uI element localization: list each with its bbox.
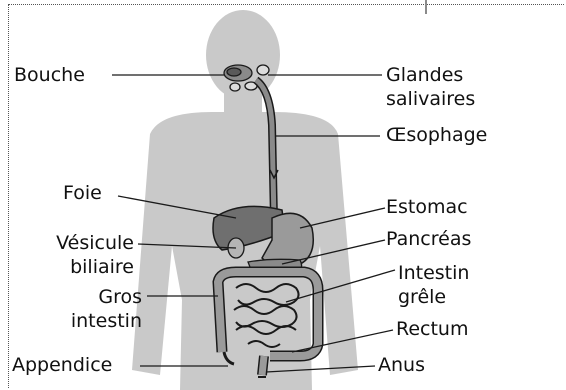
label-oesophage: Œsophage — [386, 124, 487, 146]
label-glandes-line1: Glandes — [386, 64, 463, 86]
label-estomac: Estomac — [386, 196, 468, 218]
label-vesicule-line2: biliaire — [22, 256, 134, 278]
label-anus: Anus — [378, 354, 425, 376]
label-vesicule-line1: Vésicule — [22, 232, 134, 254]
label-appendice: Appendice — [12, 354, 112, 376]
label-foie: Foie — [63, 182, 102, 204]
label-rectum: Rectum — [396, 318, 468, 340]
label-gros-intestin-line1: Gros — [30, 286, 142, 308]
label-intestin-grele-line1: Intestin — [398, 262, 469, 284]
label-glandes-line2: salivaires — [386, 88, 475, 110]
label-bouche: Bouche — [14, 64, 85, 86]
label-pancreas: Pancréas — [386, 228, 471, 250]
rectum-fill — [262, 356, 264, 375]
label-gros-intestin-line2: intestin — [30, 310, 142, 332]
label-intestin-grele-line2: grêle — [398, 286, 446, 308]
